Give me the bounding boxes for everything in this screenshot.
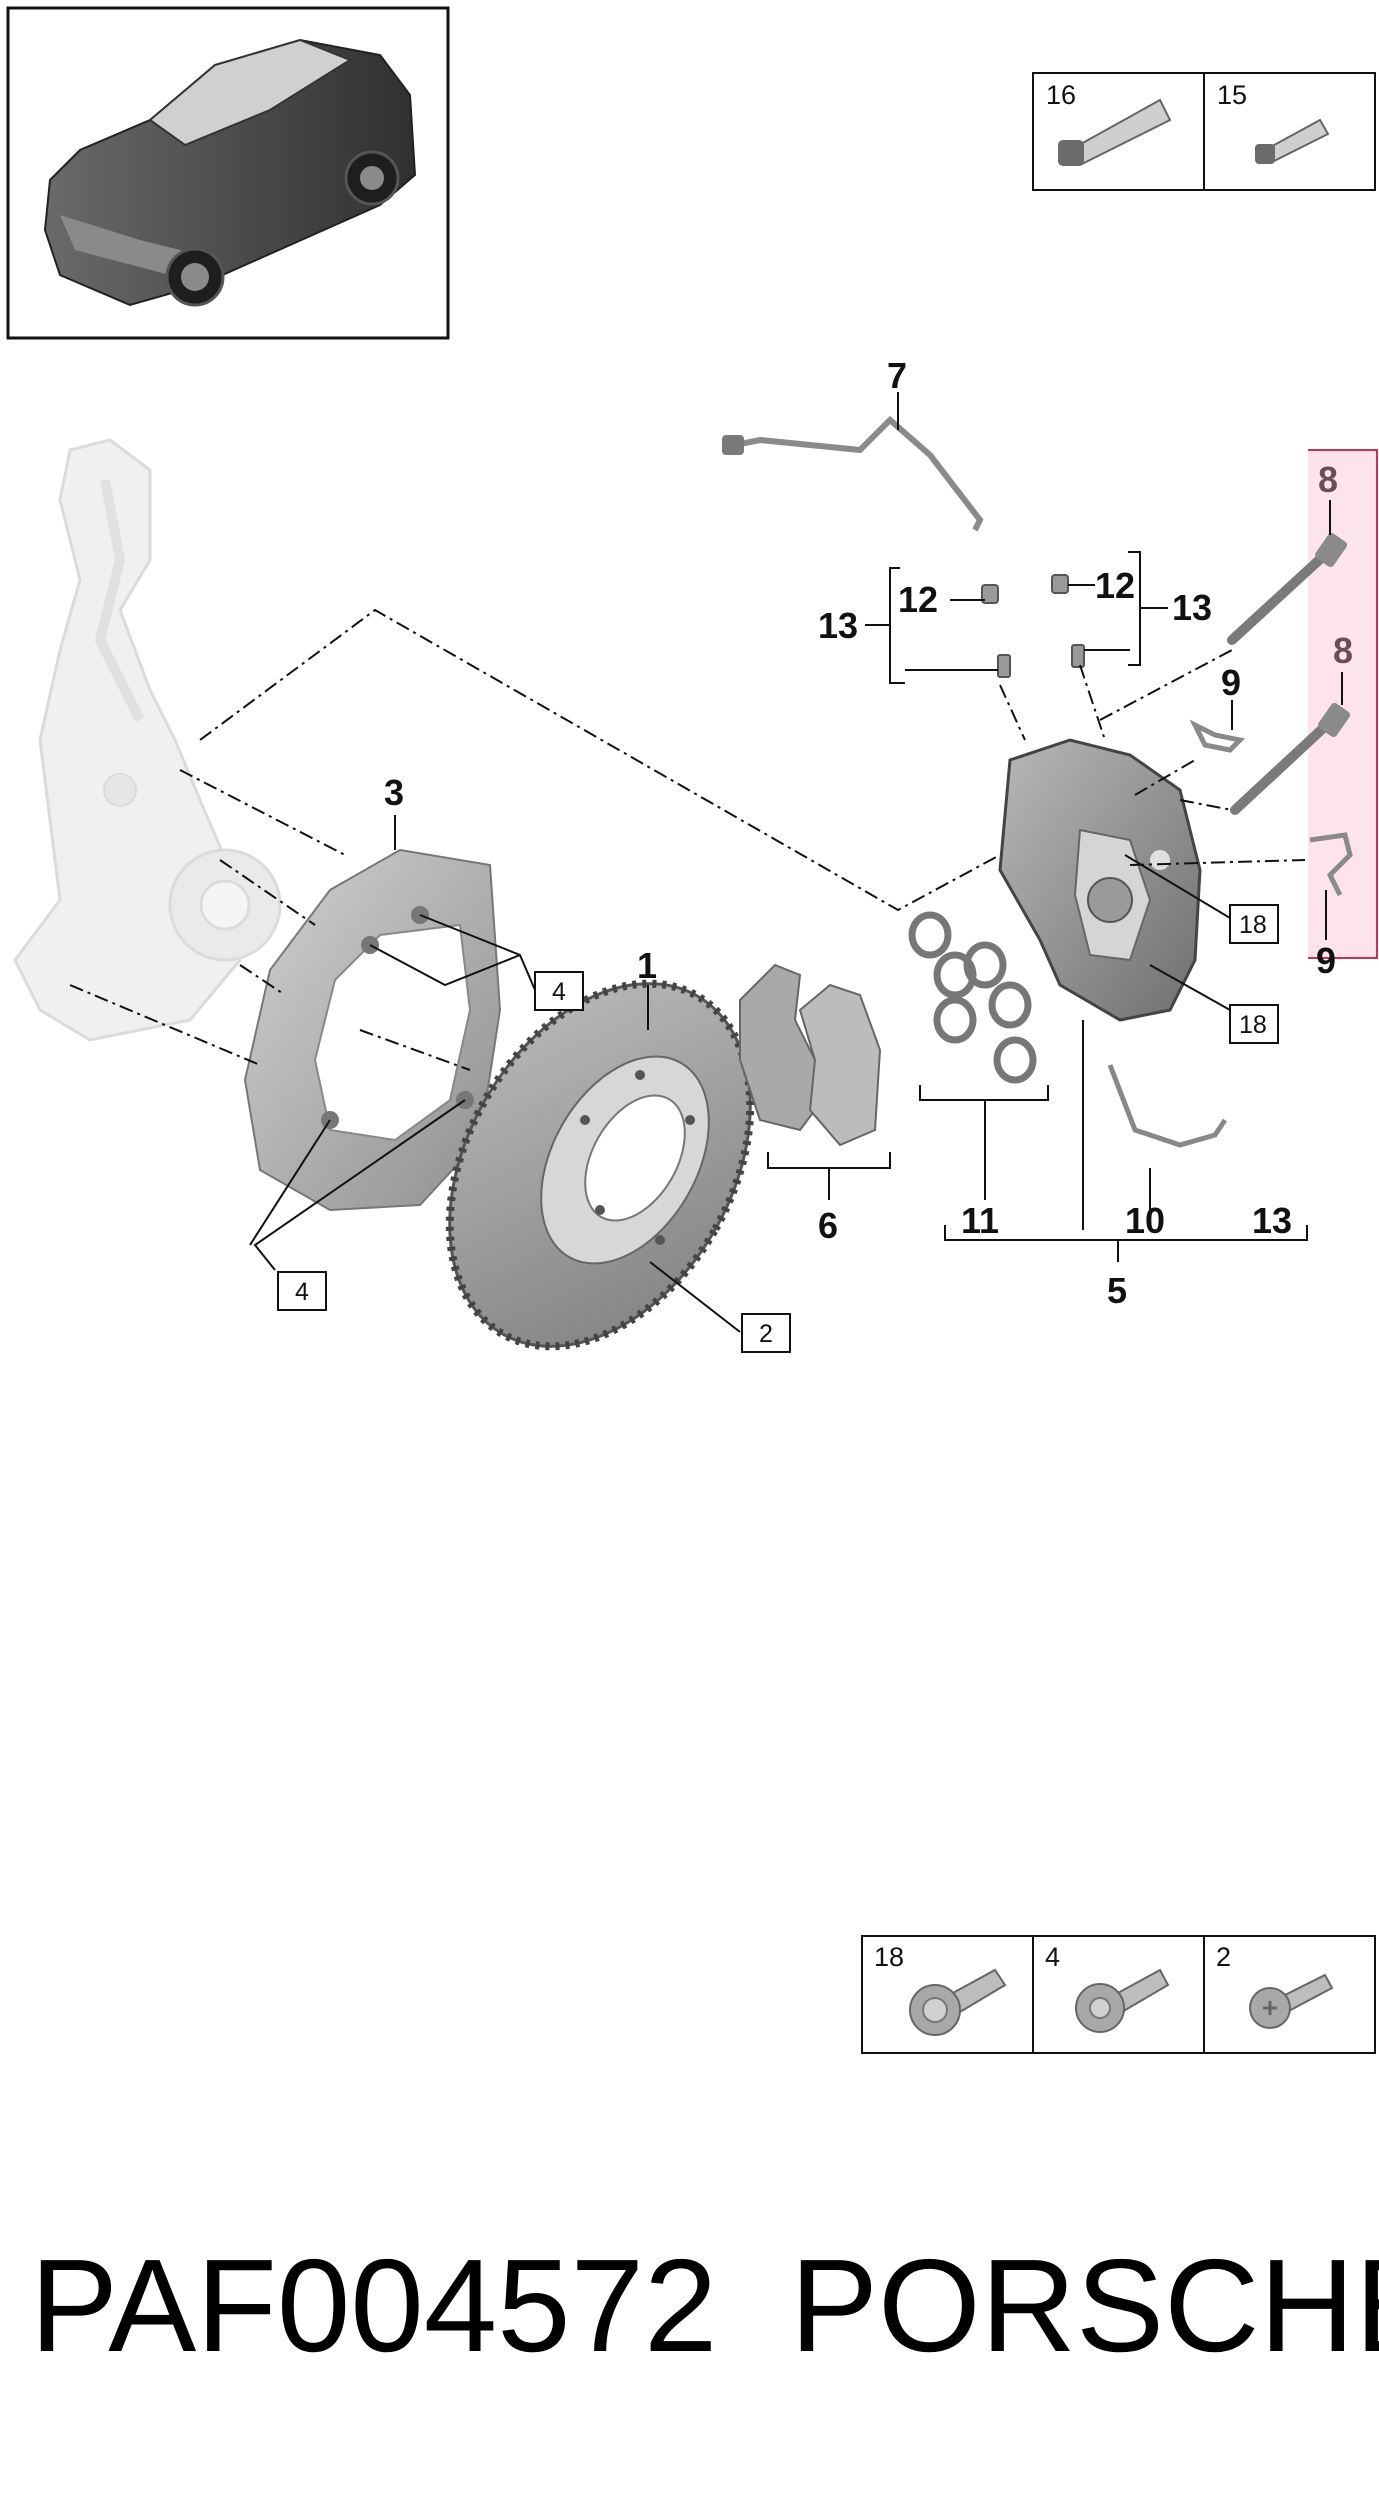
brake-pads xyxy=(739,963,882,1147)
legend-top-number-15: 15 xyxy=(1217,80,1247,110)
assembly-lines xyxy=(69,608,1306,1071)
callout-brake-line: 10 xyxy=(1125,1200,1165,1241)
legend-bottom: 18 4 2 xyxy=(861,1935,1376,2054)
piston-seals xyxy=(908,911,1037,1084)
callout-bolt-b: 8 xyxy=(1333,630,1353,671)
callout-bleeder-left: 13 xyxy=(818,605,858,646)
brand-name: PORSCHE xyxy=(790,2232,1379,2379)
brake-line xyxy=(1107,1064,1228,1148)
bleeder-valves xyxy=(981,574,1085,678)
leader-lines xyxy=(249,392,1343,1333)
callout-bolt-a: 8 xyxy=(1318,459,1338,500)
part-number: PAF004572 xyxy=(30,2232,718,2379)
legend-top: 16 15 xyxy=(1032,72,1376,191)
callout-disc: 1 xyxy=(637,945,657,986)
callout-sensor: 7 xyxy=(887,355,907,396)
callout-cap-left: 12 xyxy=(898,579,938,620)
legend-top-number-16: 16 xyxy=(1046,80,1076,110)
brake-disc xyxy=(445,979,755,1351)
callout-cap-right: 12 xyxy=(1095,565,1135,606)
callout-shield: 3 xyxy=(384,772,404,813)
torx-flange-bolt-icon xyxy=(909,1968,1007,2036)
boxed-ref-disc-screw: 2 xyxy=(759,1320,773,1348)
callout-caliper: 5 xyxy=(1107,1270,1127,1311)
caliper-bolts xyxy=(1227,532,1351,815)
legend-bottom-number-2: 2 xyxy=(1216,1942,1231,1972)
callout-bleeder-group: 13 xyxy=(1252,1200,1292,1241)
suv-icon xyxy=(43,38,417,307)
pad-clips xyxy=(1189,719,1353,897)
grease-tube-small-icon xyxy=(1255,118,1330,164)
legend-bottom-number-4: 4 xyxy=(1045,1942,1060,1972)
callout-bleeder-right: 13 xyxy=(1172,587,1212,628)
countersunk-screw-icon xyxy=(1249,1973,1334,2029)
brake-caliper xyxy=(998,738,1202,1022)
flange-screw-icon xyxy=(1075,1968,1170,2033)
vehicle-thumbnail xyxy=(6,6,450,340)
boxed-ref-caliper-screw-a: 18 xyxy=(1239,911,1267,939)
callout-clip-a: 9 xyxy=(1221,662,1241,703)
callout-pads: 6 xyxy=(818,1205,838,1246)
boxed-references: 4 4 2 18 18 xyxy=(277,904,1279,1353)
boxed-ref-caliper-screw-b: 18 xyxy=(1239,1011,1267,1039)
steering-knuckle xyxy=(13,438,282,1042)
wear-sensor-cable xyxy=(722,415,984,532)
callout-labels: 1 3 6 7 8 8 9 9 5 11 10 13 13 13 12 12 xyxy=(384,355,1353,1311)
boxed-ref-shield-screw-b: 4 xyxy=(295,1278,309,1306)
grease-tube-large-icon xyxy=(1058,98,1172,167)
boxed-ref-shield-screw-a: 4 xyxy=(552,978,566,1006)
callout-seals: 11 xyxy=(961,1200,999,1241)
legend-bottom-number-18: 18 xyxy=(874,1942,904,1972)
callout-clip-b: 9 xyxy=(1316,940,1336,981)
